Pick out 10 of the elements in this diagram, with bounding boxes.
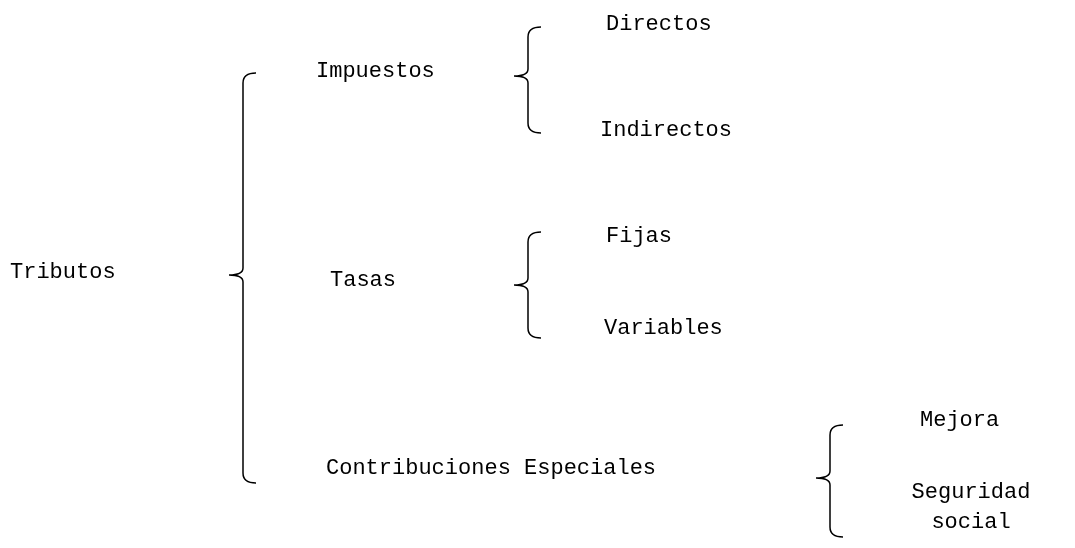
subcategory-term: Seguridad social xyxy=(896,478,1046,538)
subcategory-term: Indirectos xyxy=(600,116,733,146)
category-term: Contribuciones Especiales xyxy=(326,454,657,484)
category-term: Tasas xyxy=(330,266,396,296)
subcategory-term: Directos xyxy=(606,10,712,40)
subcategory-term: Mejora xyxy=(920,406,1000,436)
root-term: Tributos xyxy=(10,258,116,288)
subcategory-term: Variables xyxy=(604,314,723,344)
subcategory-term: Fijas xyxy=(606,222,672,252)
category-term: Impuestos xyxy=(316,57,435,87)
